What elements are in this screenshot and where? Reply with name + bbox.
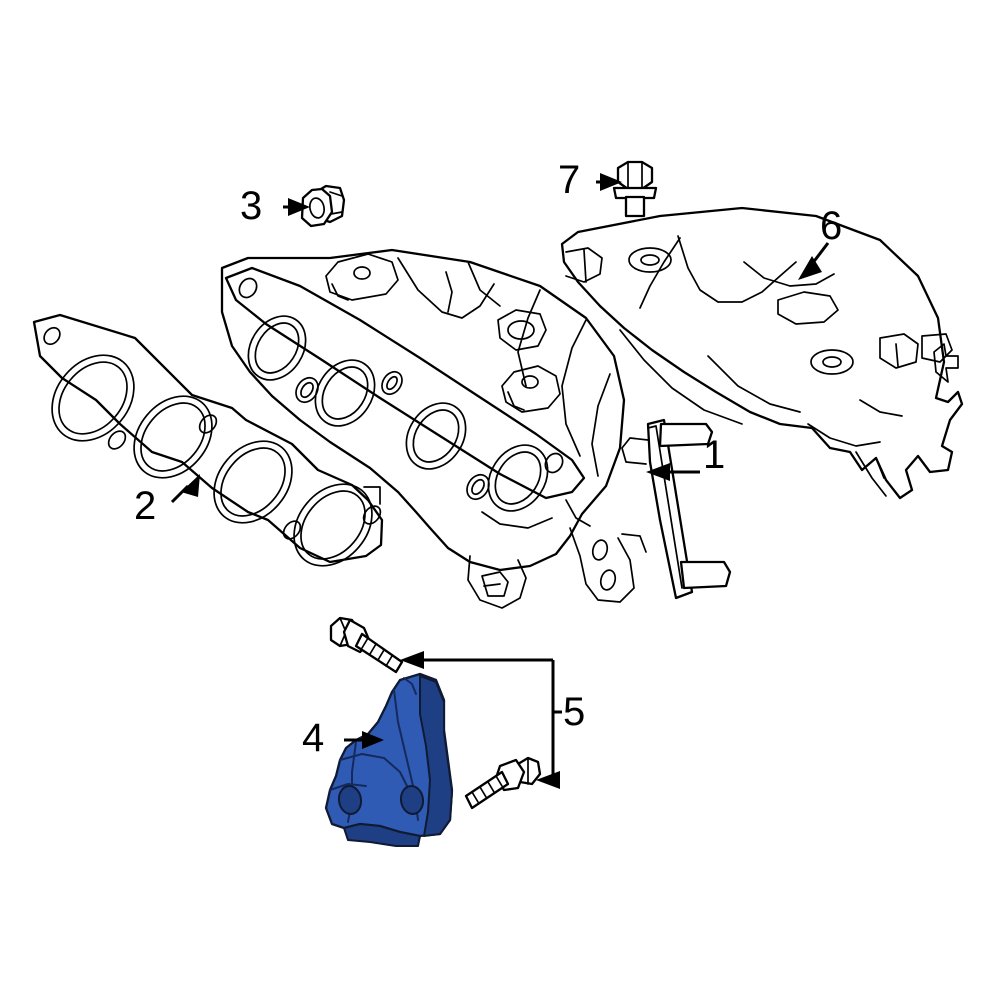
manifold-hex-boss bbox=[497, 309, 547, 351]
manifold-boss-2 bbox=[381, 370, 403, 396]
manifold-boss-3 bbox=[466, 473, 490, 501]
manifold-port-3 bbox=[405, 402, 467, 470]
leader-callout-2 bbox=[170, 474, 200, 504]
heat-shield-hole-1 bbox=[628, 247, 672, 273]
manifold-boss-4 bbox=[238, 277, 258, 299]
manifold-port-1 bbox=[247, 315, 307, 381]
leader-callout-5 bbox=[400, 651, 562, 789]
manifold-boss-1 bbox=[295, 376, 319, 404]
part-heat-shield-bolt[interactable] bbox=[612, 160, 658, 218]
callout-number-2[interactable]: 2 bbox=[134, 484, 157, 528]
manifold-boss-5 bbox=[544, 452, 564, 474]
gasket-port-2 bbox=[133, 395, 213, 479]
manifold-port-2 bbox=[314, 359, 376, 427]
gasket-bolt-hole-1 bbox=[43, 326, 61, 346]
heat-shield-hole-2 bbox=[810, 349, 854, 375]
gasket-port-3 bbox=[213, 440, 293, 524]
leader-callout-7 bbox=[596, 173, 622, 191]
part-exhaust-manifold[interactable] bbox=[220, 248, 647, 609]
callout-number-3[interactable]: 3 bbox=[240, 184, 263, 228]
manifold-foot-1 bbox=[467, 555, 527, 609]
gasket-port-4 bbox=[293, 483, 373, 567]
leader-callout-4 bbox=[344, 731, 384, 749]
callout-number-4[interactable]: 4 bbox=[302, 716, 325, 760]
manifold-foot-2 bbox=[569, 527, 635, 603]
part-exhaust-manifold-stud[interactable] bbox=[621, 418, 732, 600]
bracket-hole-2 bbox=[399, 785, 425, 815]
gasket-port-1 bbox=[51, 354, 135, 442]
leader-callout-6 bbox=[798, 242, 830, 280]
gasket-bolt-hole-2 bbox=[107, 430, 127, 450]
gasket-bolt-hole-5 bbox=[362, 505, 382, 525]
gasket-bolt-hole-4 bbox=[282, 520, 302, 540]
manifold-port-4 bbox=[487, 444, 549, 512]
gasket-bolt-hole-3 bbox=[198, 414, 218, 434]
part-support-bracket-bolt-lower[interactable] bbox=[464, 756, 542, 810]
callout-number-5[interactable]: 5 bbox=[563, 690, 586, 734]
callout-number-6[interactable]: 6 bbox=[820, 204, 843, 248]
part-support-bracket[interactable] bbox=[324, 672, 454, 847]
callout-number-7[interactable]: 7 bbox=[558, 158, 581, 202]
bracket-hole-1 bbox=[337, 785, 363, 815]
callout-number-1[interactable]: 1 bbox=[703, 433, 726, 477]
part-exhaust-manifold-gasket[interactable] bbox=[32, 313, 388, 581]
leader-callout-1 bbox=[646, 463, 700, 481]
leader-callout-3 bbox=[283, 198, 310, 216]
part-support-bracket-bolt-upper[interactable] bbox=[329, 616, 404, 674]
part-exhaust-manifold-heat-shield[interactable] bbox=[560, 206, 964, 500]
part-flange-nut[interactable] bbox=[300, 184, 346, 228]
